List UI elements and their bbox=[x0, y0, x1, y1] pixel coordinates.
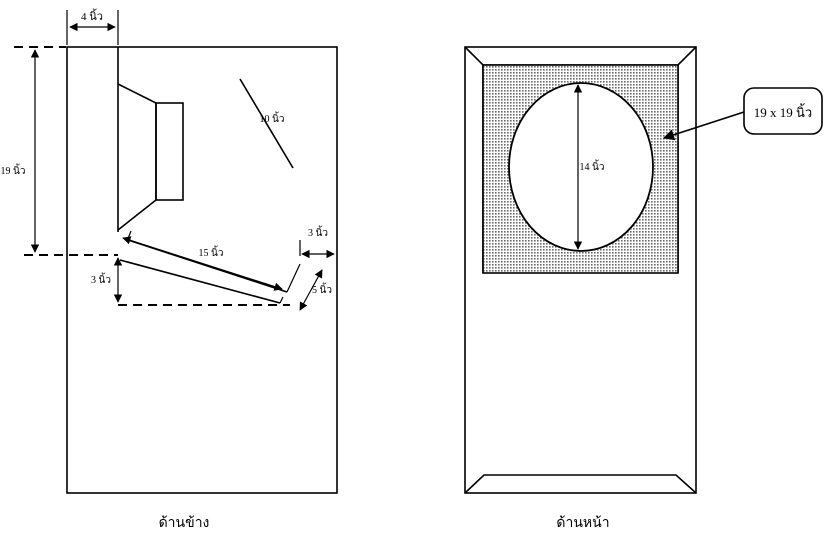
front-view-outline bbox=[464, 46, 697, 494]
dim-right-height-arrow bbox=[299, 269, 323, 311]
diagonal-brace bbox=[239, 78, 294, 169]
port-tick-right-top bbox=[286, 263, 301, 293]
dim-height-label: 19 นิ้ว bbox=[1, 163, 26, 177]
front-view: 14 นิ้ว 19 x 19 นิ้ว ด้านหน้า bbox=[464, 46, 823, 531]
dim-right-height-label: 5 นิ้ว bbox=[312, 282, 332, 296]
baffle-callout-leader bbox=[662, 111, 745, 141]
hole-diameter-label: 14 นิ้ว bbox=[580, 159, 605, 173]
baffle-size-callout bbox=[743, 87, 823, 135]
port-length-label: 15 นิ้ว bbox=[199, 245, 224, 259]
dim-port-gap-label: 3 นิ้ว bbox=[91, 272, 111, 286]
dim-right-width-label: 3 นิ้ว bbox=[308, 225, 328, 239]
dim-top-width-label: 4 นิ้ว bbox=[81, 8, 103, 23]
side-view: 10 นิ้ว 4 นิ้ว 19 นิ้ว 15 นิ้ว 3 นิ้ว 3 … bbox=[1, 8, 338, 531]
side-view-outline bbox=[66, 46, 338, 494]
port-length-arrow bbox=[122, 236, 283, 291]
front-view-caption: ด้านหน้า bbox=[556, 515, 609, 531]
speaker-driver-cone bbox=[117, 83, 157, 231]
speaker-driver-magnet bbox=[155, 102, 184, 201]
port-tick-right-bottom bbox=[279, 296, 284, 304]
baffle-size-label: 19 x 19 นิ้ว bbox=[754, 103, 812, 120]
diagonal-label: 10 นิ้ว bbox=[260, 111, 285, 125]
side-view-caption: ด้านข้าง bbox=[159, 515, 210, 531]
